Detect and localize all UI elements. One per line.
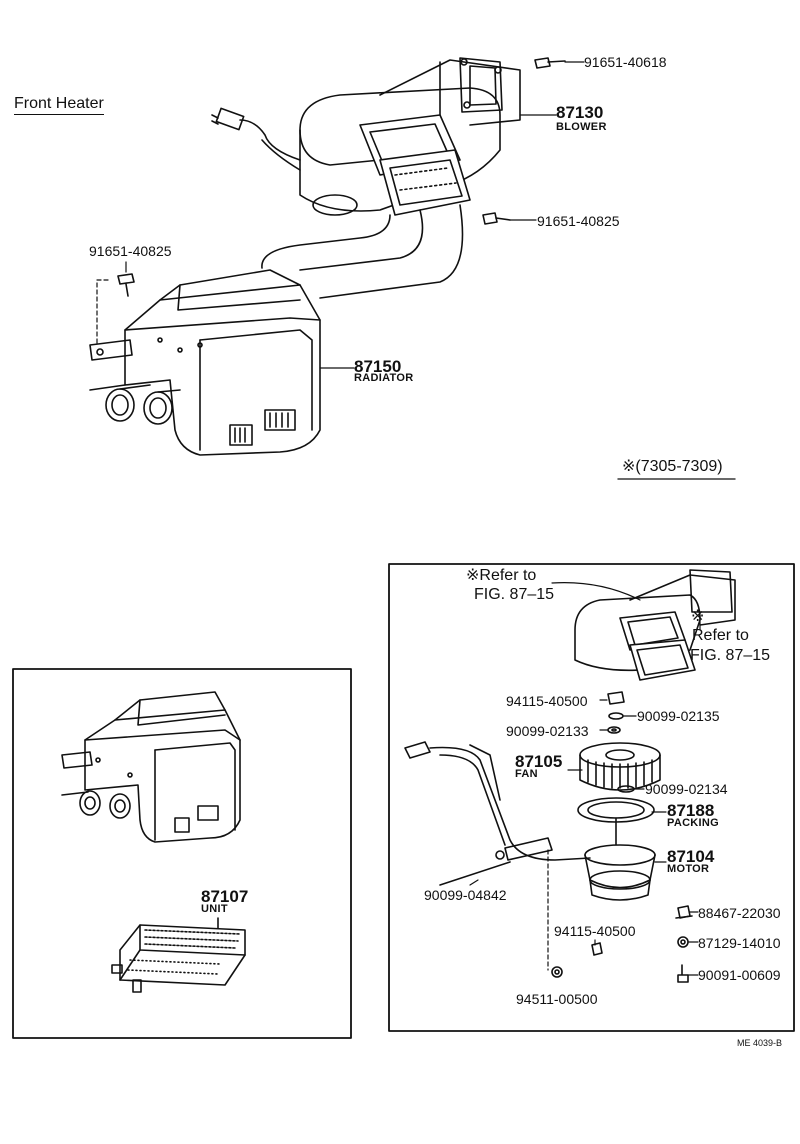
part-number-packing: 87188: [667, 801, 715, 820]
left-inset-frame: [12, 668, 352, 1039]
part-number-bolt: 90099-04842: [424, 887, 507, 903]
part-number-motor: 87104: [667, 847, 715, 866]
right-inset-blower-drawing: [574, 569, 736, 681]
part-number-grommet-b: 87129-14010: [698, 935, 781, 951]
part-number-screw-left: 91651-40825: [89, 243, 172, 259]
part-number-nut-b: 94115-40500: [554, 923, 636, 939]
production-range-note: ※(7305-7309): [622, 458, 723, 475]
part-number-screw-right: 91651-40825: [537, 213, 620, 229]
part-number-unit: 87107: [201, 887, 249, 906]
part-name-packing: PACKING: [667, 817, 720, 829]
part-name-fan: FAN: [515, 768, 538, 780]
right-inset-parts-drawing: [404, 691, 693, 983]
part-number-radiator: 87150: [354, 357, 402, 376]
part-name-motor: MOTOR: [667, 863, 710, 875]
part-number-screw-top: 91651-40618: [584, 54, 667, 70]
part-name-unit: UNIT: [201, 903, 228, 915]
refer-note-2-line1: Refer to: [692, 627, 749, 644]
blower-assembly-drawing: [211, 57, 521, 216]
part-number-fan: 87105: [515, 752, 563, 771]
part-number-grommet-a: 88467-22030: [698, 905, 781, 921]
refer-note-1-line2: FIG. 87–15: [474, 586, 555, 603]
heater-core-unit-drawing: [111, 917, 246, 993]
part-name-radiator: RADIATOR: [354, 372, 414, 384]
refer-note-2-mark: ※: [691, 608, 705, 625]
part-number-blower: 87130: [556, 103, 604, 122]
part-number-nut-a: 94115-40500: [506, 693, 588, 709]
right-inset-frame: [388, 563, 795, 1032]
part-name-blower: BLOWER: [556, 121, 607, 133]
part-number-washer-c: 90099-02134: [645, 781, 728, 797]
part-number-screw-c: 90091-00609: [698, 967, 781, 983]
flex-duct-drawing: [261, 204, 464, 299]
part-number-washer-d: 94511-00500: [516, 991, 598, 1007]
footer-code: ME 4039-B: [737, 1038, 783, 1048]
part-number-washer-a: 90099-02135: [637, 708, 720, 724]
refer-note-1-line1: ※Refer to: [466, 567, 537, 584]
left-inset-heater-drawing: [61, 691, 241, 843]
radiator-housing-drawing: [89, 269, 321, 456]
part-number-washer-b: 90099-02133: [506, 723, 589, 739]
refer-note-2-line2: FIG. 87–15: [690, 647, 771, 664]
page-title: Front Heater: [14, 96, 104, 115]
screw-drawings-upper: [117, 57, 566, 297]
